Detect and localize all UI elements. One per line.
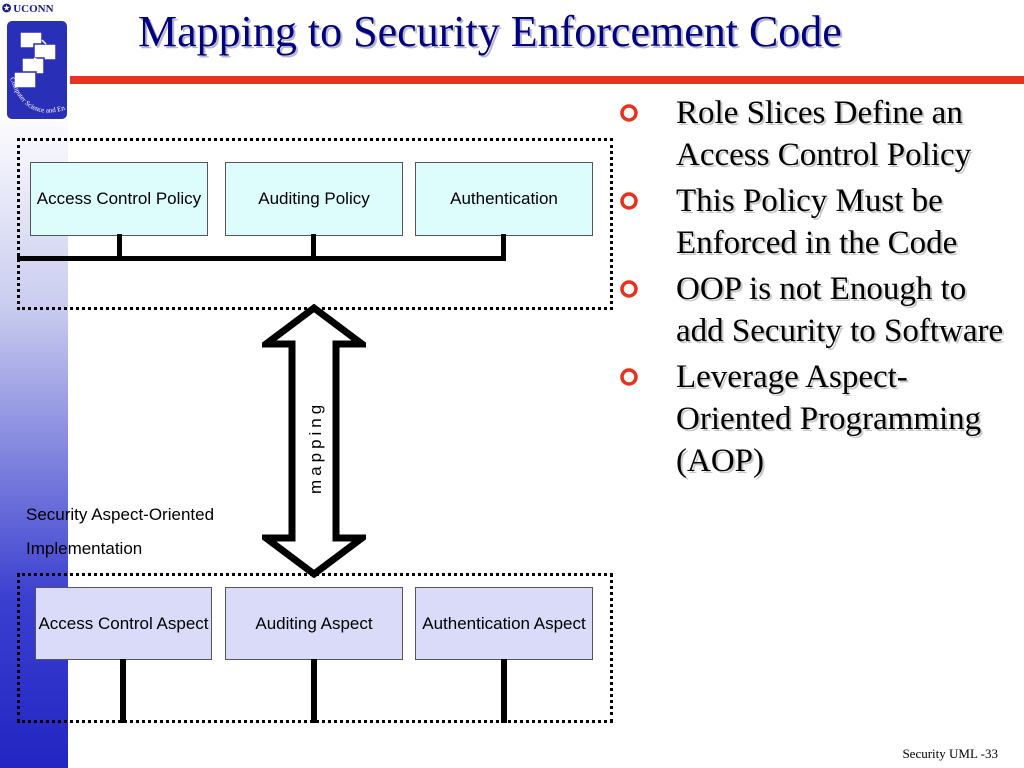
bullet-item: OOP is not Enough to add Security to Sof… [616, 268, 1021, 352]
bullet-circle-icon [620, 280, 638, 298]
bullet-circle-icon [620, 368, 638, 386]
bullet-text: Role Slices Define an Access Control Pol… [676, 95, 972, 173]
box-label: Access Control Aspect [38, 613, 209, 633]
access-control-aspect-box: Access Control Aspect [35, 587, 212, 660]
aspect-stub [501, 659, 507, 723]
connector-stub [501, 234, 506, 258]
auditing-policy-box: Auditing Policy [225, 162, 403, 236]
access-control-policy-box: Access Control Policy [30, 162, 208, 236]
org-mark: ✪UCONN [2, 2, 54, 15]
mapping-label: mapping [306, 400, 325, 494]
box-label: Authentication Aspect [422, 613, 586, 633]
implementation-label-line1: Security Aspect-Oriented [26, 505, 215, 524]
authentication-aspect-box: Authentication Aspect [415, 587, 593, 660]
aspect-stub [311, 659, 317, 723]
box-label: Access Control Policy [36, 189, 202, 208]
department-logo: Computer Science and Engineering [4, 18, 69, 121]
box-label: Auditing Policy [258, 189, 370, 208]
org-name: UCONN [13, 3, 54, 15]
connector-bus [17, 256, 506, 261]
seal-icon: ✪ [2, 3, 12, 15]
bullet-text: Leverage Aspect-Oriented Programming (AO… [676, 359, 982, 479]
authentication-box: Authentication [415, 162, 593, 236]
bullet-text: This Policy Must be Enforced in the Code [676, 183, 958, 261]
connector-stub [311, 234, 316, 258]
bullet-item: This Policy Must be Enforced in the Code [616, 180, 1021, 264]
page-title: Mapping to Security Enforcement Code [138, 7, 842, 56]
accent-rule [70, 76, 1024, 84]
bullet-item: Role Slices Define an Access Control Pol… [616, 92, 1021, 176]
bullet-item: Leverage Aspect-Oriented Programming (AO… [616, 356, 1021, 482]
connector-stub [117, 234, 122, 258]
bullet-list: Role Slices Define an Access Control Pol… [616, 92, 1021, 486]
bullet-circle-icon [620, 104, 638, 122]
auditing-aspect-box: Auditing Aspect [225, 587, 403, 660]
implementation-label-line2: Implementation [26, 539, 143, 558]
bullet-circle-icon [620, 192, 638, 210]
slide-footer: Security UML -33 [902, 746, 998, 761]
box-label: Authentication [450, 189, 558, 208]
aspect-stub [120, 659, 126, 723]
box-label: Auditing Aspect [255, 613, 373, 633]
bullet-text: OOP is not Enough to add Security to Sof… [676, 271, 1004, 349]
